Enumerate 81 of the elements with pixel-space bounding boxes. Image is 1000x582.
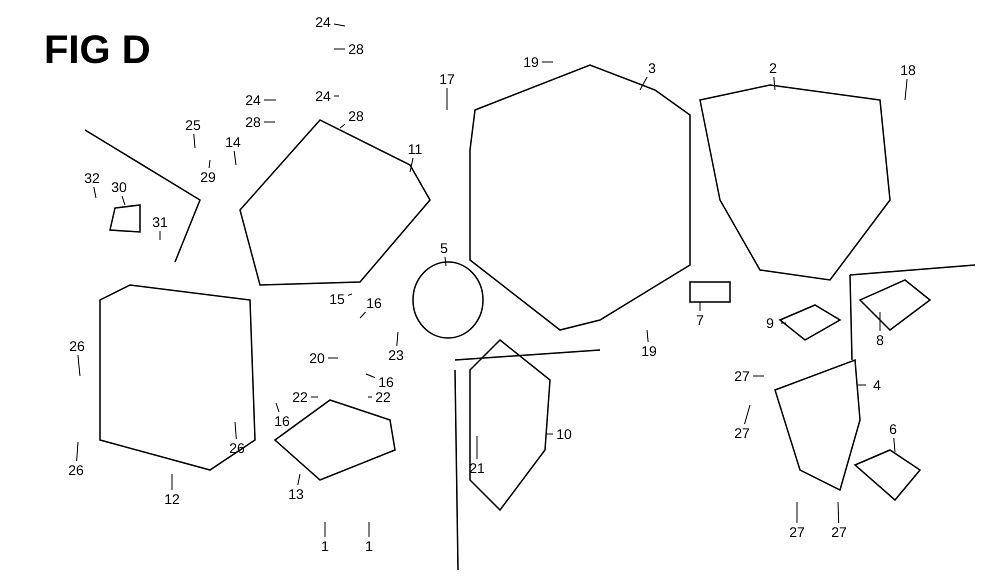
leader-line (340, 124, 346, 128)
callout-number: 16 (376, 374, 396, 390)
leader-line (646, 330, 649, 342)
callout-number: 22 (290, 389, 310, 405)
leader-line (396, 332, 398, 346)
leader-line (93, 186, 96, 198)
callout-number: 11 (405, 141, 425, 157)
leader-line (234, 422, 237, 440)
leader-line (838, 502, 840, 524)
leader-line (444, 256, 446, 266)
callout-number: 16 (364, 295, 384, 311)
callout-number: 14 (223, 134, 243, 150)
callout-number: 32 (82, 170, 102, 186)
leader-line (324, 522, 326, 538)
title: FIG D (44, 28, 151, 72)
callout-number: 8 (870, 332, 890, 348)
callout-number: 19 (521, 54, 541, 70)
callout-number: 28 (346, 41, 366, 57)
leader-line (348, 294, 352, 296)
callout-number: 27 (732, 425, 752, 441)
callout-number: 16 (272, 413, 292, 429)
leader-line (904, 78, 908, 100)
callout-number: 6 (883, 421, 903, 437)
leader-line (193, 134, 196, 148)
callout-number: 30 (109, 179, 129, 195)
callout-number: 13 (286, 486, 306, 502)
leader-line (640, 76, 648, 90)
callout-number: 22 (373, 389, 393, 405)
callout-number: 4 (867, 377, 887, 393)
callout-number: 7 (690, 312, 710, 328)
callout-number: 28 (243, 114, 263, 130)
leader-line (410, 158, 414, 172)
leader-line (773, 76, 776, 90)
leader-line (360, 312, 366, 318)
callout-number: 12 (162, 491, 182, 507)
leader-line (77, 354, 80, 376)
callout-number: 27 (787, 524, 807, 540)
leader-line (122, 196, 126, 206)
callout-number: 20 (307, 350, 327, 366)
leader-line (796, 502, 798, 524)
leader-line (366, 374, 376, 378)
leader-line (476, 436, 478, 460)
callout-number: 24 (313, 88, 333, 104)
callout-number: 27 (732, 368, 752, 384)
leader-line (368, 396, 372, 398)
leader-line (297, 474, 300, 486)
leader-line (276, 402, 280, 412)
leader-line (780, 322, 786, 324)
callout-number: 5 (434, 240, 454, 256)
callout-number: 2 (763, 60, 783, 76)
callout-number: 27 (829, 524, 849, 540)
callout-number: 3 (642, 60, 662, 76)
leader-line (334, 48, 346, 50)
leader-line (744, 404, 750, 424)
callout-number: 15 (327, 291, 347, 307)
callout-number: 26 (66, 462, 86, 478)
callout-number: 10 (554, 426, 574, 442)
leader-line (76, 442, 78, 462)
callout-number: 1 (359, 538, 379, 554)
leader-line (208, 160, 210, 168)
callout-number: 1 (315, 538, 335, 554)
callout-number: 9 (760, 315, 780, 331)
callout-number: 25 (183, 117, 203, 133)
callout-number: 24 (243, 92, 263, 108)
leader-line (310, 396, 318, 398)
leader-line (893, 438, 896, 452)
callout-number: 18 (898, 62, 918, 78)
leader-line (858, 384, 866, 386)
leader-line (234, 150, 236, 166)
callout-number: 29 (198, 169, 218, 185)
callout-number: 26 (67, 338, 87, 354)
callout-number: 23 (386, 347, 406, 363)
callout-number: 31 (150, 214, 170, 230)
leader-line (446, 88, 448, 110)
leader-line (368, 522, 370, 538)
callout-number: 17 (437, 71, 457, 87)
callout-number: 24 (313, 14, 333, 30)
callout-number: 28 (346, 108, 366, 124)
callout-number: 19 (639, 343, 659, 359)
leader-line (334, 24, 346, 26)
callout-number: 21 (467, 460, 487, 476)
